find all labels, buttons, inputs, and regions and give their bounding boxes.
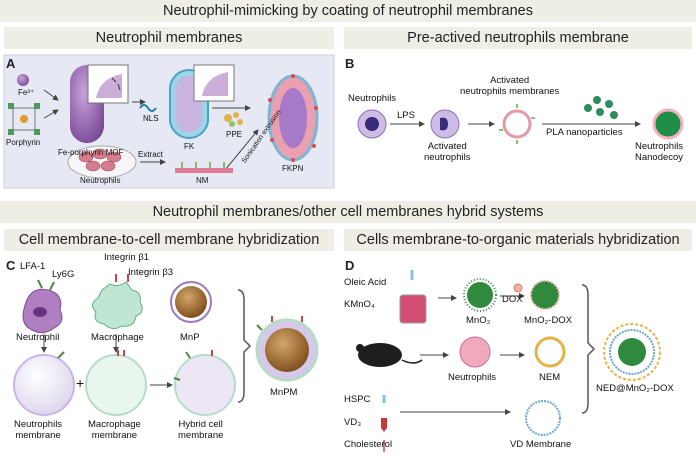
porphyrin-icon: [8, 103, 40, 135]
nem-vesicle: [534, 336, 566, 368]
main-title-band: Neutrophil-mimicking by coating of neutr…: [0, 0, 696, 22]
neutrophils-membrane-label: Neutrophils membrane: [14, 419, 63, 441]
main-title: Neutrophil-mimicking by coating of neutr…: [163, 3, 533, 19]
hspc-label: HSPC: [344, 394, 371, 405]
kmno4-beaker: [399, 294, 427, 324]
dox-label: DOX: [502, 294, 523, 305]
activated-membrane-vesicle: [502, 109, 532, 139]
porphyrin-label: Porphyrin: [6, 138, 41, 147]
nm-label: NM: [196, 176, 209, 185]
ppe-label: PPE: [226, 130, 243, 139]
ly6g-label: Ly6G: [52, 269, 75, 280]
panel-d-letter: D: [345, 258, 355, 273]
nem-label: NEM: [539, 372, 561, 383]
nls-label: NLS: [143, 114, 159, 123]
fkpn-label: FKPN: [282, 164, 304, 173]
panel-a: [3, 54, 335, 189]
macrophage-cell: [92, 281, 143, 330]
pla-label: PLA nanoparticles: [546, 127, 623, 138]
nanodecoy-particle: [652, 108, 684, 140]
ned-mno2-dox-particle: [603, 323, 661, 381]
bracket-d: [581, 284, 596, 414]
mnpm-label: MnPM: [270, 387, 298, 398]
integrin-b1-label: Integrin β1: [104, 252, 150, 263]
ppe-icon: [224, 112, 243, 127]
neutrophils-membrane-vesicle: [13, 354, 75, 416]
mno2-particle: [463, 278, 497, 312]
mof-label: Fe-porphyrin MOF: [58, 148, 124, 157]
bracket-c: [237, 289, 252, 403]
lfa1-label: LFA-1: [20, 261, 46, 272]
nm-membrane: [175, 168, 233, 173]
kmno4-label: KMnO₄: [344, 299, 375, 310]
mno2-dox-particle: [530, 280, 560, 310]
panel-b: [357, 96, 684, 144]
lps-label: LPS: [397, 110, 415, 121]
mouse-icon: [358, 343, 402, 367]
panel-b-letter: B: [345, 56, 355, 71]
neutrophil-membranes-header: Neutrophil membranes: [4, 27, 334, 49]
mno2-dox-label: MnO₂-DOX: [524, 315, 573, 326]
hybrid-membrane-label: Hybrid cell membrane: [178, 419, 224, 441]
panel-a-letter: A: [6, 56, 16, 71]
nls-peptide-icon: [139, 104, 157, 112]
panel-c: [13, 274, 319, 416]
mnp-label: MnP: [180, 332, 200, 343]
vd-membrane-vesicle: [525, 400, 561, 436]
fe-label: Fe³⁺: [18, 88, 35, 97]
fk-label: FK: [184, 142, 195, 151]
neutrophils-dish-label: Neutrophils: [80, 176, 121, 185]
cell-organic-hybridization-header: Cells membrane-to-organic materials hybr…: [344, 229, 692, 251]
panel-d: [356, 270, 661, 452]
plus-sign: +: [76, 375, 85, 391]
cholesterol-label: Cholesterol: [344, 439, 393, 450]
dox-icon: [513, 283, 523, 293]
macrophage-membrane-label: Macrophage membrane: [88, 419, 141, 441]
vd-membrane-label: VD Membrane: [510, 439, 572, 450]
neutrophil-label: Neutrophil: [16, 332, 60, 343]
nanodecoy-label: Neutrophils Nanodecoy: [635, 141, 684, 163]
hybrid-membrane-vesicle: [174, 354, 236, 416]
integrin-b3-label: Integrin β3: [128, 267, 174, 278]
pla-nanoparticles-icon: [584, 96, 618, 119]
ned-mno2-dox-label: NED@MnO₂-DOX: [596, 383, 674, 394]
cholesterol-icon: [383, 440, 385, 452]
activated-neutrophils-label: Activated neutrophils: [424, 141, 471, 163]
vd3-icon: [381, 418, 387, 432]
oleic-acid-label: Oleic Acid: [344, 277, 387, 288]
neutrophils-label-d: Neutrophils: [448, 372, 497, 383]
hybrid-systems-header: Neutrophil membranes/other cell membrane…: [0, 201, 696, 223]
extract-label: Extract: [138, 150, 163, 159]
macrophage-label: Macrophage: [91, 332, 144, 343]
mno2-label: MnO₂: [466, 315, 491, 326]
neutrophils-label-b: Neutrophils: [348, 93, 397, 104]
cell-cell-hybridization-header: Cell membrane-to-cell membrane hybridiza…: [4, 229, 334, 251]
neutrophils-d: [459, 336, 491, 368]
activated-membranes-label: Activated neutrophils membranes: [460, 75, 560, 97]
panel-c-letter: C: [6, 258, 16, 273]
fe-ion-icon: [17, 74, 29, 86]
macrophage-membrane-vesicle: [85, 354, 147, 416]
pre-activated-header: Pre-actived neutrophils membrane: [344, 27, 692, 49]
vd3-label: VD₃: [344, 417, 362, 428]
